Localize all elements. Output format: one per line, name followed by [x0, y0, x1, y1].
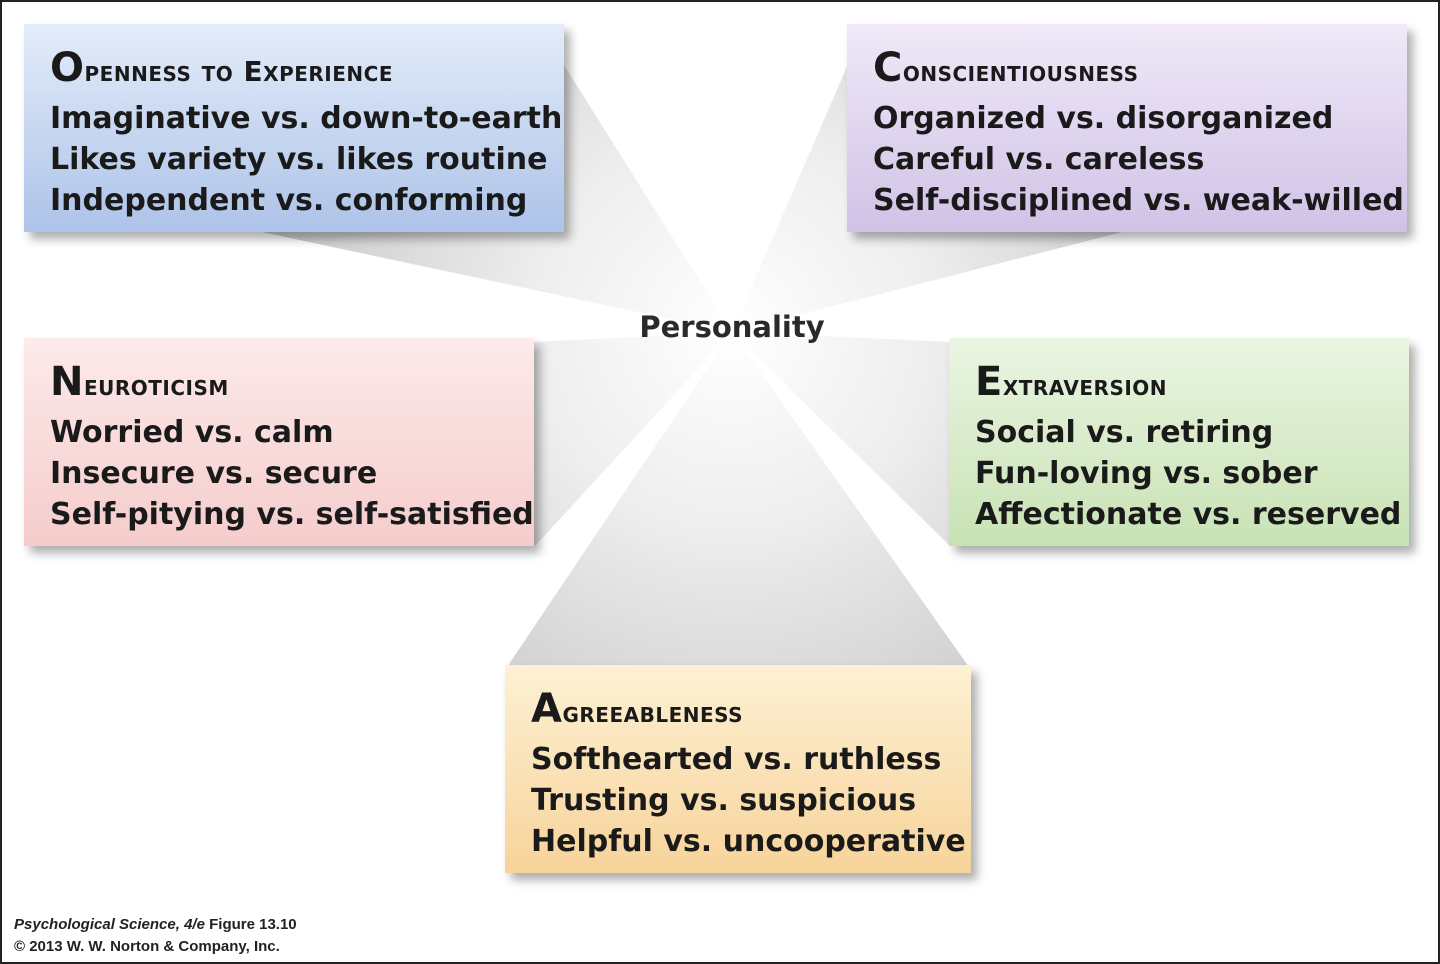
trait-line: Social vs. retiring	[975, 415, 1274, 450]
trait-line: Imaginative vs. down-to-earth	[50, 101, 563, 136]
trait-line: Organized vs. disorganized	[873, 101, 1334, 136]
trait-title-neuroticism: Neuroticism	[50, 359, 229, 405]
trait-line: Insecure vs. secure	[50, 456, 378, 491]
trait-line: Self-pitying vs. self-satisfied	[50, 497, 534, 532]
trait-line: Fun-loving vs. sober	[975, 456, 1318, 491]
trait-line: Self-disciplined vs. weak-willed	[873, 183, 1404, 218]
beam-openness	[262, 62, 732, 332]
trait-title-agreeableness: Agreeableness	[531, 686, 744, 732]
beam-extraversion	[732, 332, 951, 547]
beam-neuroticism	[534, 332, 732, 547]
trait-line: Helpful vs. uncooperative	[531, 824, 966, 859]
trait-line: Independent vs. conforming	[50, 183, 528, 218]
credit-source-line: Psychological Science, 4/e Figure 13.10	[14, 914, 297, 936]
figure-credit: Psychological Science, 4/e Figure 13.10 …	[14, 914, 297, 958]
trait-line: Careful vs. careless	[873, 142, 1205, 177]
credit-book-title: Psychological Science, 4/e	[14, 916, 205, 933]
trait-line: Softhearted vs. ruthless	[531, 742, 942, 777]
credit-figure-number: Figure 13.10	[209, 916, 297, 933]
trait-box-extraversion: Extraversion Social vs. retiring Fun-lov…	[949, 338, 1409, 546]
trait-title-conscientiousness: Conscientiousness	[873, 45, 1139, 91]
trait-box-openness: Openness to Experience Imaginative vs. d…	[24, 24, 564, 232]
beam-conscientiousness	[732, 62, 1122, 332]
trait-line: Affectionate vs. reserved	[975, 497, 1402, 532]
trait-line: Trusting vs. suspicious	[531, 783, 917, 818]
trait-box-agreeableness: Agreeableness Softhearted vs. ruthless T…	[505, 665, 971, 873]
credit-copyright: © 2013 W. W. Norton & Company, Inc.	[14, 938, 280, 955]
trait-title-extraversion: Extraversion	[975, 359, 1168, 405]
trait-line: Likes variety vs. likes routine	[50, 142, 548, 177]
beam-agreeableness	[507, 332, 969, 667]
trait-box-neuroticism: Neuroticism Worried vs. calm Insecure vs…	[24, 338, 534, 546]
trait-box-conscientiousness: Conscientiousness Organized vs. disorgan…	[847, 24, 1407, 232]
center-label-personality: Personality	[639, 310, 825, 344]
trait-line: Worried vs. calm	[50, 415, 334, 450]
trait-title-openness: Openness to Experience	[50, 45, 393, 91]
